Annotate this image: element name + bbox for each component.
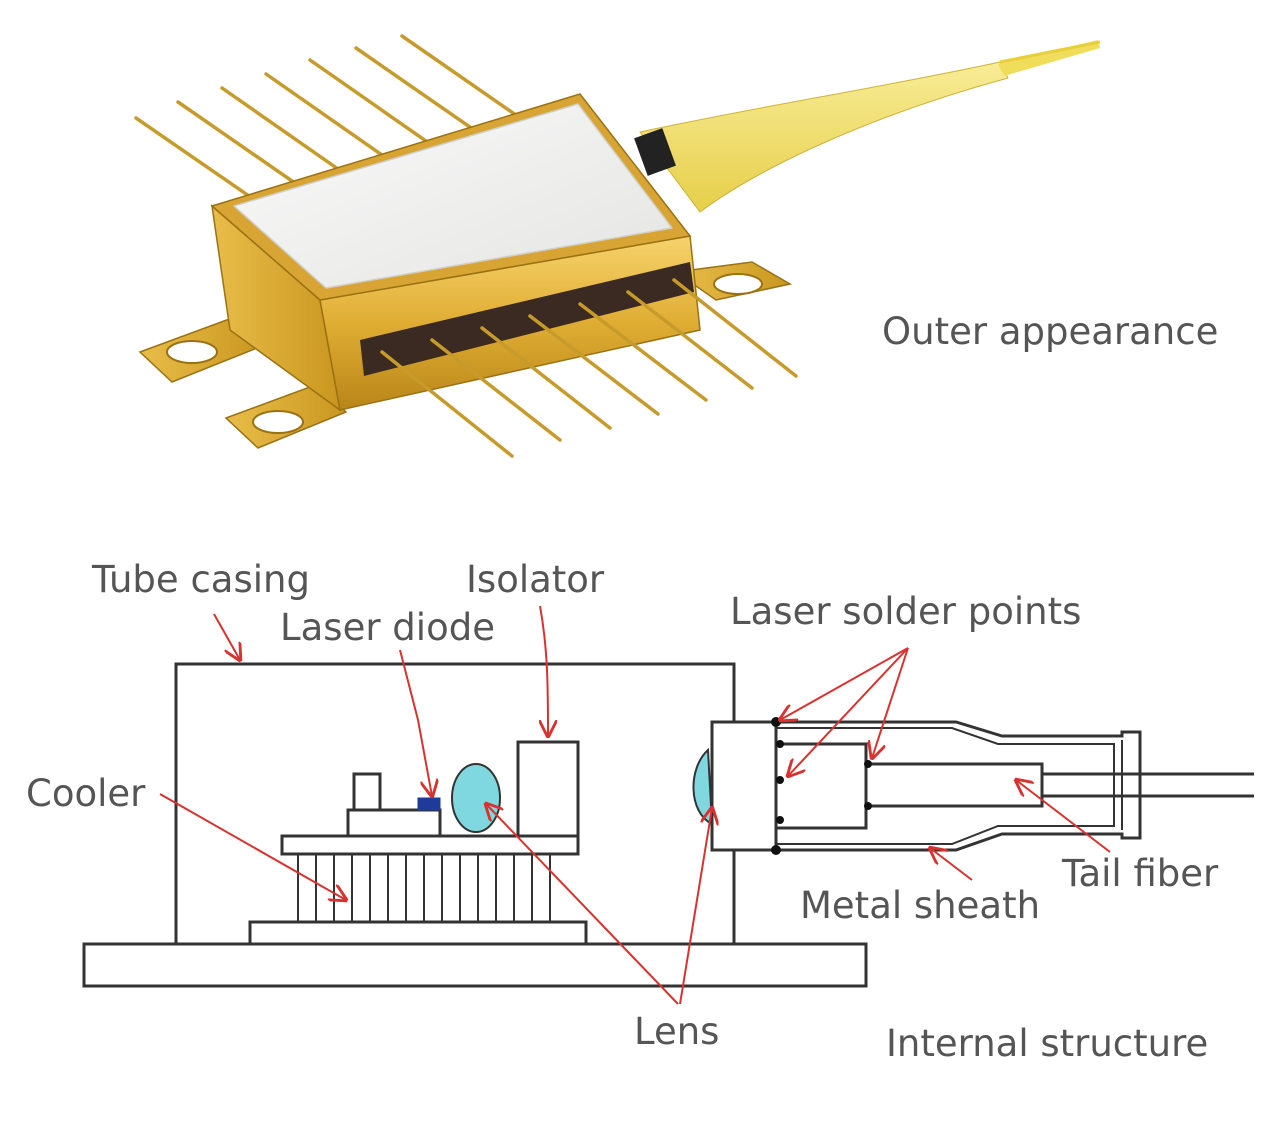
label-tail-fiber: Tail fiber <box>1061 852 1219 895</box>
callout-arrows <box>159 605 1111 1005</box>
front-pins <box>380 278 798 458</box>
laser-diode <box>417 797 441 811</box>
bottom-caption: Internal structure <box>886 1022 1208 1065</box>
fiber-pigtail <box>634 40 1101 213</box>
metal-sheath-inner <box>776 727 1115 845</box>
fiber-ferrule-holder <box>710 720 778 852</box>
submount-post <box>352 772 382 812</box>
solder-points <box>771 717 872 855</box>
cooler-base <box>248 920 588 946</box>
back-pins <box>134 34 528 207</box>
label-lens: Lens <box>634 1010 719 1053</box>
package-body <box>210 93 701 412</box>
label-laser-diode: Laser diode <box>280 606 495 649</box>
top-caption: Outer appearance <box>882 310 1218 353</box>
isolator-block <box>516 740 580 838</box>
label-cooler: Cooler <box>26 772 146 815</box>
label-tube-casing: Tube casing <box>91 558 310 601</box>
label-isolator: Isolator <box>466 558 605 601</box>
package-illustration <box>134 34 1101 458</box>
base-plate <box>82 942 868 988</box>
lens-1 <box>451 763 501 833</box>
internal-structure-diagram <box>82 662 1254 988</box>
fiber-sleeve <box>864 762 1044 808</box>
label-laser-solder-points: Laser solder points <box>730 590 1081 633</box>
label-metal-sheath: Metal sheath <box>800 884 1040 927</box>
cooler-plate <box>280 834 580 856</box>
ferrule <box>774 742 868 830</box>
submount <box>346 808 442 838</box>
